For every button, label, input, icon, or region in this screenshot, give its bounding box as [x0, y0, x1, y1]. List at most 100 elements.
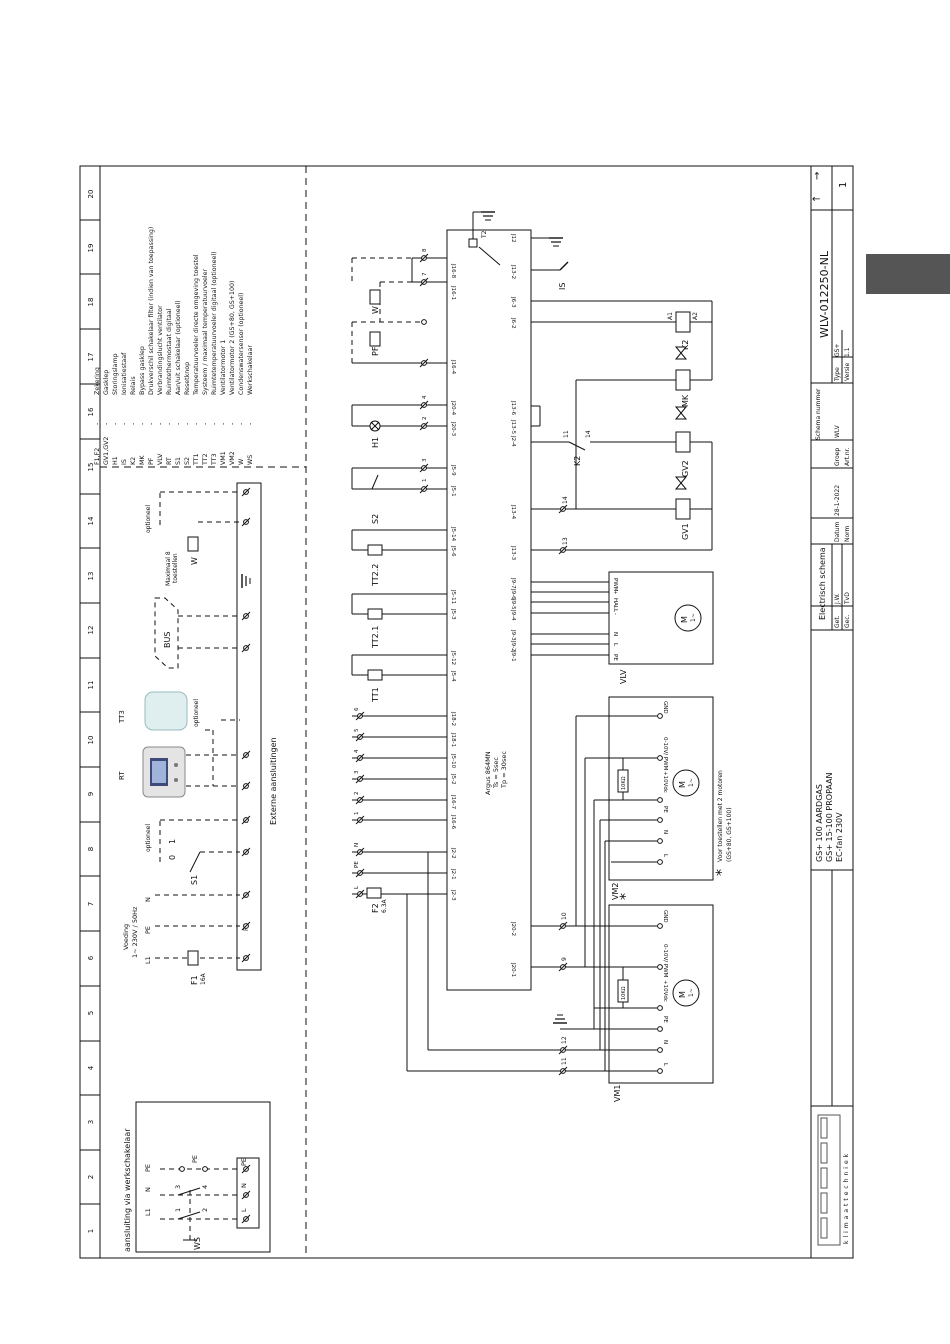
col-num-16: 16 [87, 407, 95, 416]
svg-text:-: - [238, 423, 245, 425]
t2-label: T2 [481, 230, 488, 239]
conn-j16-7: J16-7 [450, 794, 456, 810]
svg-text:-: - [229, 423, 236, 425]
conn-j16-8: J16-8 [450, 263, 456, 279]
legend-code: VM2 [229, 451, 236, 465]
svg-text:-: - [220, 423, 227, 425]
fuse-f1-value: 16A [200, 972, 207, 985]
conn-j2-2: J2-2 [450, 847, 456, 859]
ws-term-n: N [240, 1183, 248, 1188]
artnr-label: Art.nr. [844, 447, 851, 466]
legend-desc: Storingslamp [112, 353, 119, 395]
note-star: * [714, 869, 730, 876]
vm2-pin-pwm: 0-10V/ PWM [662, 737, 668, 771]
ws-name: WS [193, 1237, 202, 1250]
ws-n-label: N [144, 1187, 152, 1192]
wire-12: 12 [561, 1036, 568, 1044]
svg-text:-: - [121, 423, 128, 425]
s2-pin3: 3 [422, 458, 428, 462]
k2-coil-label: K2 [681, 340, 690, 350]
conn-j2-3: J2-3 [450, 889, 456, 901]
fuse-f2-value: 6.3A [381, 898, 388, 913]
sensor-tt3: TT3 optioneel [118, 691, 240, 786]
controller-model: Argus 864MN [484, 751, 492, 795]
conn-j6-3: J6-3 [510, 296, 516, 308]
conn-j13-6: J13-6 [510, 400, 516, 416]
ws-pin2: 2 [201, 1208, 209, 1212]
in-n: N [354, 843, 360, 847]
in-2: 2 [354, 792, 360, 796]
vlv-pin-pwm: PWM [612, 578, 618, 592]
svg-text:-: - [193, 423, 200, 425]
legend-desc: Bypass gasklep [139, 346, 146, 395]
combustion-fan-vlv: M 1~ VLV PE L N - HALL + PWM [531, 571, 714, 684]
bypass-valve-mk: MK [576, 369, 712, 420]
wire-9: 9 [561, 957, 568, 961]
fuse-f1 [187, 950, 199, 966]
ws-pin4: 4 [201, 1185, 209, 1189]
vm1-motor-sub: 1~ [688, 988, 695, 997]
wire-14: 14 [562, 496, 569, 504]
legend-desc: Condenswatersensor (optioneel) [238, 292, 245, 395]
title-desc-1: GS+ 100 AARDGAS [815, 784, 824, 862]
mk-label: MK [681, 394, 690, 407]
col-num-8: 8 [87, 847, 95, 851]
s1-label: S1 [190, 875, 199, 885]
ionisation-rod-is: IS [531, 237, 569, 290]
supply-pe: PE [144, 926, 152, 934]
next-arrow: → [812, 172, 823, 180]
conn-j16-6: J16-6 [450, 814, 456, 830]
legend: F1,F2 - Zekering GV1,GV2 - Gasklep H1 - … [94, 227, 254, 466]
transformer-t2: T2 [468, 211, 501, 266]
legend-code: VLV [157, 453, 164, 465]
gv2-label: GV2 [681, 460, 690, 477]
optioneel-s1: optioneel [145, 824, 152, 852]
vm1-pin-l: L [662, 1063, 668, 1067]
col-num-12: 12 [87, 626, 95, 635]
schema-label: Schema nummer [815, 388, 822, 440]
legend-code: WS [247, 455, 254, 465]
tt22-label: TT2.2 [371, 564, 380, 587]
vm1-label: VM1 [613, 1085, 622, 1102]
prev-arrow: ← [812, 194, 820, 205]
vlv-pin-plus: + [612, 590, 618, 595]
terminal-strip [236, 482, 262, 971]
conn-j5-12: J5-12 [450, 650, 456, 665]
col-num-3: 3 [87, 1120, 95, 1124]
vlv-motor-m: M [680, 616, 689, 623]
norm-label: Norm [844, 525, 851, 542]
note-line-2: (GS+80, GS+100) [726, 807, 733, 862]
company-logo: klimaattechniek [817, 1114, 850, 1246]
tt3-label: TT3 [118, 710, 126, 724]
title-desc-2: GS+ 15-100 PROPAAN [825, 772, 834, 862]
get-value: J.W. [834, 593, 841, 605]
legend-desc: Ruimtethermostaat digitaal [166, 308, 173, 395]
external-connections: Voeding 1~ 230V / 50Hz L1 PE N F1 16A op… [118, 482, 278, 985]
conn-j13-3: J13-3 [510, 545, 516, 561]
lamp-h1: H1 2 4 [351, 395, 447, 448]
supply-l1: L1 [144, 956, 152, 964]
rt-label: RT [118, 771, 126, 780]
col-num-1: 1 [87, 1229, 95, 1233]
condensate-sensor-top: optioneel W [145, 491, 240, 565]
vm1-pin-pwm: 0-10V/ PWM [662, 944, 668, 978]
legend-code: F1,F2 [94, 448, 101, 465]
schema-number: WLV-012250-NL [818, 250, 831, 338]
ws-pe2-label: PE [191, 1155, 199, 1163]
gec-label: Gec. [844, 614, 851, 628]
col-num-20: 20 [87, 190, 95, 199]
h1-pin4: 4 [422, 395, 428, 399]
conn-j5-6: J5-6 [450, 545, 456, 557]
s2-label: S2 [371, 514, 380, 524]
conn-j6-2: J6-2 [510, 317, 516, 329]
legend-code: H1 [112, 456, 119, 465]
sensor-tt1: TT1 [351, 654, 447, 703]
legend-code: IS [121, 459, 128, 465]
legend-desc: Ventilatormotor 1 [220, 340, 227, 395]
conn-j20-4: J20-4 [450, 400, 456, 416]
pressure-switch-pf: PF [351, 319, 447, 368]
legend-code: TT1 [193, 453, 200, 466]
datum-value: 28-1-2022 [834, 485, 841, 516]
legend-desc: Drukverschil schakelaar filter (indien v… [148, 227, 155, 395]
